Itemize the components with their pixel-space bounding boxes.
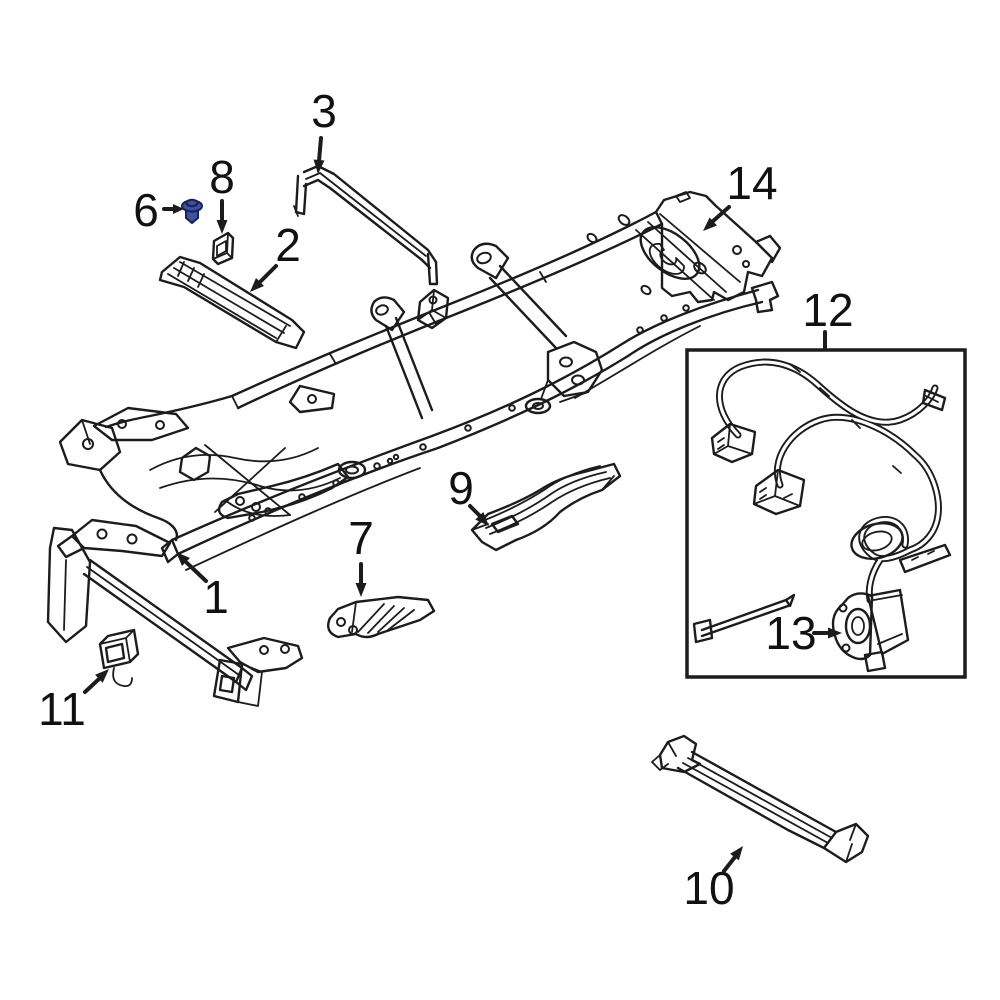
bolt-part-6	[181, 198, 203, 224]
clip-part-8	[211, 231, 235, 266]
callout-11-number[interactable]: 11	[38, 683, 86, 735]
callout-3-arrow	[317, 136, 323, 163]
trailer-connector-part-13	[831, 588, 910, 673]
callout-8[interactable]: 8	[209, 151, 235, 234]
zip-tie	[692, 593, 796, 644]
callout-2-arrow	[257, 264, 278, 285]
callout-11-arrow	[83, 677, 101, 694]
callout-6[interactable]: 6	[133, 184, 184, 236]
frame-assembly	[58, 190, 782, 571]
callout-12-number[interactable]: 12	[802, 284, 853, 336]
bracket-part-9	[470, 462, 622, 552]
callout-11[interactable]: 11	[38, 669, 109, 735]
callout-13[interactable]: 13	[765, 607, 842, 659]
wiring-harness	[716, 358, 952, 604]
callout-7[interactable]: 7	[348, 512, 374, 597]
harness-connector-b	[752, 468, 806, 516]
callout-3[interactable]: 3	[311, 85, 337, 174]
callout-6-number[interactable]: 6	[133, 184, 159, 236]
callout-7-number[interactable]: 7	[348, 512, 374, 564]
callout-14-number[interactable]: 14	[726, 157, 777, 209]
callout-1[interactable]: 1	[176, 552, 229, 623]
callout-3-number[interactable]: 3	[311, 85, 337, 137]
callout-13-number[interactable]: 13	[765, 607, 816, 659]
bracket-part-7	[327, 595, 436, 639]
crossmember-part-2	[158, 255, 306, 350]
harness-connector-a	[710, 422, 757, 464]
harness-kit-box-part-12	[685, 348, 967, 679]
trailer-hitch-part-11	[46, 518, 304, 707]
callout-12[interactable]: 12	[802, 284, 854, 351]
callouts: 1 2 3 6 7 8 9	[38, 85, 853, 914]
callout-2-number[interactable]: 2	[275, 219, 301, 271]
callout-10-arrow	[722, 855, 737, 873]
callout-9-arrow	[468, 504, 482, 518]
callout-9[interactable]: 9	[448, 462, 489, 526]
callout-10[interactable]: 10	[683, 846, 743, 914]
callout-14[interactable]: 14	[703, 157, 778, 231]
tube-crossmember-part-3	[293, 164, 439, 286]
callout-1-arrow	[185, 561, 208, 583]
crossmember-part-10	[651, 734, 870, 864]
callout-14-arrow	[710, 205, 731, 224]
callout-1-number[interactable]: 1	[203, 571, 229, 623]
callout-8-number[interactable]: 8	[209, 151, 235, 203]
callout-2[interactable]: 2	[250, 219, 301, 292]
